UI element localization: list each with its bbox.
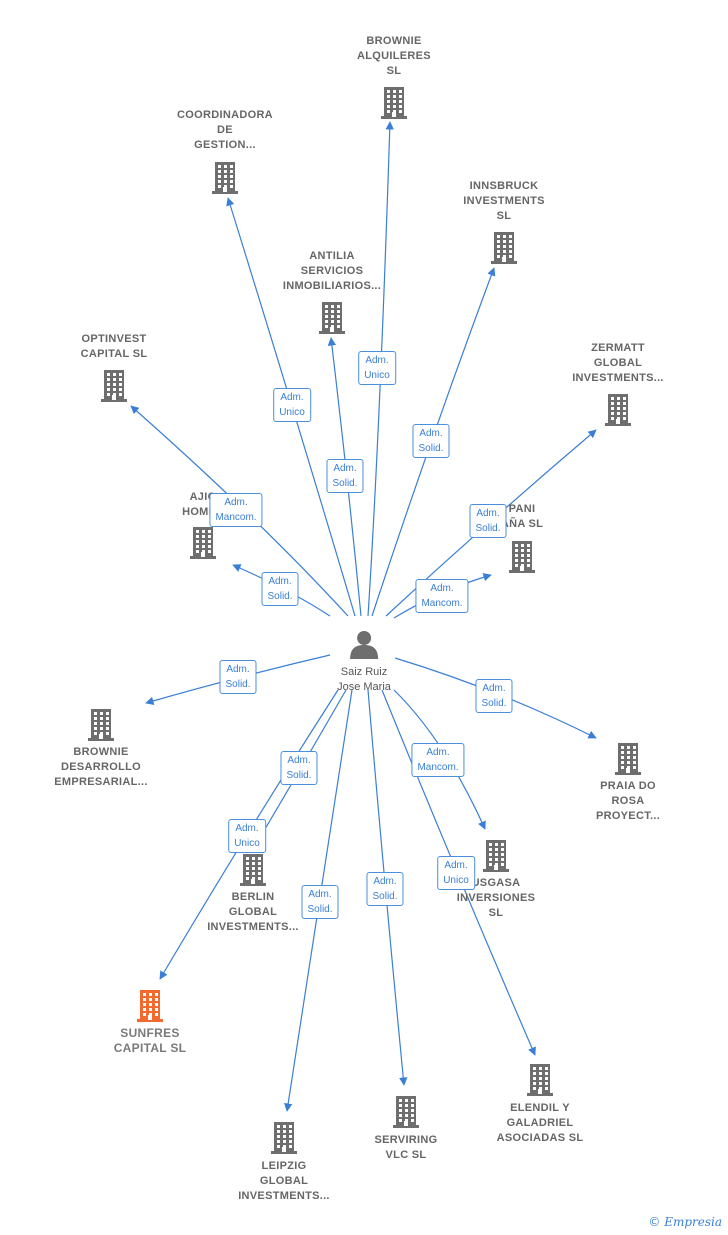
- building-icon: [381, 87, 407, 119]
- company-label-serviring[interactable]: SERVIRING VLC SL: [374, 1134, 438, 1161]
- company-node-serviring[interactable]: [390, 1094, 422, 1128]
- building-icon: [483, 840, 509, 872]
- company-label-coordinadora[interactable]: COORDINADORA DE GESTION...: [177, 109, 273, 151]
- building-icon: [137, 990, 163, 1022]
- role-badge-berlin[interactable]: Adm. Solid.: [280, 751, 318, 785]
- role-badge-ajio[interactable]: Adm. Solid.: [261, 572, 299, 606]
- role-badge-brownie-alquileres[interactable]: Adm. Unico: [358, 351, 396, 385]
- edge-brownie-alquileres: [367, 121, 394, 617]
- role-badge-leipzig[interactable]: Adm. Solid.: [301, 885, 339, 919]
- center-person-label: Saiz Ruiz Jose Maria: [337, 666, 391, 693]
- company-node-berlin[interactable]: [237, 852, 269, 886]
- role-badge-optinvest[interactable]: Adm. Mancom.: [209, 493, 263, 527]
- company-label-brownie-desarrollo[interactable]: BROWNIE DESARROLLO EMPRESARIAL...: [54, 746, 148, 788]
- company-node-usgasa[interactable]: [480, 838, 512, 872]
- company-node-ajio[interactable]: [187, 525, 219, 559]
- building-icon: [615, 743, 641, 775]
- company-label-optinvest[interactable]: OPTINVEST CAPITAL SL: [80, 333, 148, 360]
- building-icon: [212, 162, 238, 194]
- company-label-berlin[interactable]: BERLIN GLOBAL INVESTMENTS...: [207, 891, 299, 933]
- building-icon: [527, 1064, 553, 1096]
- company-node-antilia[interactable]: [316, 300, 348, 334]
- role-badge-innsbruck[interactable]: Adm. Solid.: [412, 424, 450, 458]
- copyright-symbol: ©: [648, 1215, 661, 1229]
- building-icon: [319, 302, 345, 334]
- company-node-sunfres[interactable]: [134, 988, 166, 1022]
- company-node-optinvest[interactable]: [98, 368, 130, 402]
- company-label-praia[interactable]: PRAIA DO ROSA PROYECT...: [595, 780, 661, 822]
- footer-brand[interactable]: © Empresia: [648, 1215, 722, 1229]
- role-badge-zermatt[interactable]: Adm. Solid.: [469, 504, 507, 538]
- company-node-elendil[interactable]: [524, 1062, 556, 1096]
- person-icon: [349, 631, 378, 659]
- role-badge-coordinadora[interactable]: Adm. Unico: [273, 388, 311, 422]
- company-label-sunfres[interactable]: SUNFRES CAPITAL SL: [113, 1026, 187, 1055]
- building-icon: [190, 527, 216, 559]
- building-icon: [605, 394, 631, 426]
- company-label-antilia[interactable]: ANTILIA SERVICIOS INMOBILIARIOS...: [282, 250, 382, 292]
- role-badge-sunfres[interactable]: Adm. Unico: [228, 819, 266, 853]
- role-badge-usgasa[interactable]: Adm. Mancom.: [411, 743, 465, 777]
- company-label-usgasa[interactable]: USGASA INVERSIONES SL: [456, 877, 536, 919]
- company-label-pani[interactable]: PANI AÑA SL: [500, 503, 544, 530]
- company-node-pani[interactable]: [506, 539, 538, 573]
- company-label-leipzig[interactable]: LEIPZIG GLOBAL INVESTMENTS...: [238, 1160, 330, 1202]
- center-person-node[interactable]: Saiz Ruiz Jose Maria: [337, 628, 391, 695]
- building-icon: [393, 1096, 419, 1128]
- company-node-innsbruck[interactable]: [488, 230, 520, 264]
- role-badge-praia[interactable]: Adm. Solid.: [475, 679, 513, 713]
- company-node-praia[interactable]: [612, 741, 644, 775]
- building-icon: [101, 370, 127, 402]
- brand-name: Empresia: [664, 1215, 722, 1229]
- role-badge-serviring[interactable]: Adm. Solid.: [366, 872, 404, 906]
- role-badge-brownie-desarrollo[interactable]: Adm. Solid.: [219, 660, 257, 694]
- company-node-leipzig[interactable]: [268, 1120, 300, 1154]
- company-label-elendil[interactable]: ELENDIL Y GALADRIEL ASOCIADAS SL: [496, 1102, 584, 1144]
- building-icon: [491, 232, 517, 264]
- company-label-innsbruck[interactable]: INNSBRUCK INVESTMENTS SL: [463, 180, 545, 222]
- building-icon: [88, 709, 114, 741]
- company-label-brownie-alquileres[interactable]: BROWNIE ALQUILERES SL: [357, 35, 431, 77]
- building-icon: [240, 854, 266, 886]
- building-icon: [271, 1122, 297, 1154]
- company-node-zermatt[interactable]: [602, 392, 634, 426]
- company-node-brownie-alquileres[interactable]: [378, 85, 410, 119]
- building-icon: [509, 541, 535, 573]
- role-badge-antilia[interactable]: Adm. Solid.: [326, 459, 364, 493]
- company-label-zermatt[interactable]: ZERMATT GLOBAL INVESTMENTS...: [572, 342, 664, 384]
- company-node-brownie-desarrollo[interactable]: [85, 707, 117, 741]
- role-badge-elendil[interactable]: Adm. Unico: [437, 856, 475, 890]
- company-node-coordinadora[interactable]: [209, 160, 241, 194]
- role-badge-pani[interactable]: Adm. Mancom.: [415, 579, 469, 613]
